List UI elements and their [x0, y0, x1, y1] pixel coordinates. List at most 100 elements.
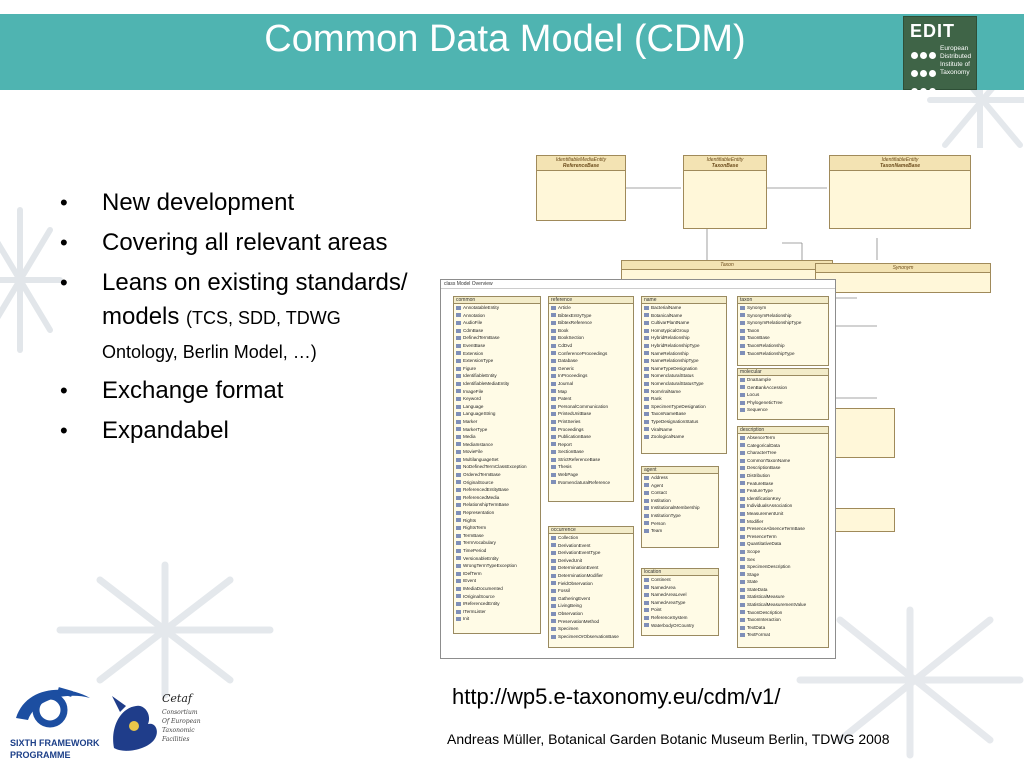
uml-class-item: CdDvd [549, 342, 633, 350]
uml-class-item: NamedAreaLevel [642, 591, 718, 599]
uml-class-item: TermVocabulary [454, 539, 540, 547]
snowflake-decoration [0, 207, 63, 353]
uml-class-item: CdmBase [454, 327, 540, 335]
uml-class-item: AnnotatableEntity [454, 304, 540, 312]
uml-class-item: Sex [738, 556, 828, 564]
uml-class-item: Keyword [454, 395, 540, 403]
uml-class-item: BibtexEntryType [549, 312, 633, 320]
uml-class-item: Person [642, 520, 718, 528]
uml-class-item: MediaInstance [454, 441, 540, 449]
uml-class-item: Stage [738, 571, 828, 579]
uml-class-item: ReferenceSystem [642, 614, 718, 622]
uml-class-item: IdentificationKey [738, 495, 828, 503]
uml-class-item: WebPage [549, 471, 633, 479]
uml-class-item: IReferencedEntity [454, 600, 540, 608]
uml-class-item: TermBase [454, 532, 540, 540]
uml-class-item: INomenclaturalReference [549, 479, 633, 487]
uml-class-item: NamedAreaType [642, 599, 718, 607]
uml-class-item: Generic [549, 365, 633, 373]
uml-class-item: TaxonBase [738, 334, 828, 342]
uml-class-item: Contact [642, 489, 718, 497]
uml-class-item: SpecimenOrObservationBase [549, 633, 633, 641]
uml-class-item: IdentifiableEntity [454, 372, 540, 380]
uml-class-item: ImageFile [454, 388, 540, 396]
fp-line1: SIXTH FRAMEWORK [10, 738, 100, 748]
uml-class-item: PrintedUnitBase [549, 410, 633, 418]
uml-class-item: EventBase [454, 342, 540, 350]
uml-class-item: WrongTermTypeException [454, 562, 540, 570]
uml-class-item: Map [549, 388, 633, 396]
uml-class-item: ConferenceProceedings [549, 350, 633, 358]
model-overview-panel: class Model Overview common AnnotatableE… [440, 279, 836, 659]
uml-class-item: StatisticalMeasurementValue [738, 601, 828, 609]
cetaf-logo: Cetaf Consortium Of European Taxonomic F… [112, 692, 201, 751]
uml-class-item: FeatureBase [738, 480, 828, 488]
uml-class-item: FieldObservation [549, 580, 633, 588]
uml-class-item: Patent [549, 395, 633, 403]
uml-class-item: Specimen [549, 625, 633, 633]
uml-class-item: InProceedings [549, 372, 633, 380]
uml-class-item: Point [642, 606, 718, 614]
sixth-framework-logo: SIXTH FRAMEWORK PROGRAMME [10, 687, 100, 760]
fp-line2: PROGRAMME [10, 750, 71, 760]
uml-class-item: RightsTerm [454, 524, 540, 532]
uml-class-item: TaxonRelationship [738, 342, 828, 350]
uml-class-item: LivingBeing [549, 602, 633, 610]
uml-class-item: HomotypicalGroup [642, 327, 726, 335]
uml-class-item: SynonymRelationship [738, 312, 828, 320]
uml-class-item: AbsenceTerm [738, 434, 828, 442]
uml-class-item: SectionBase [549, 448, 633, 456]
uml-class-item: Book [549, 327, 633, 335]
uml-class-item: HybridRelationship [642, 334, 726, 342]
uml-class-item: Continent [642, 576, 718, 584]
uml-class-item: Journal [549, 380, 633, 388]
uml-class-item: PreservationMethod [549, 618, 633, 626]
credit-line: Andreas Müller, Botanical Garden Botanic… [447, 731, 890, 747]
edit-logo-dots [910, 47, 944, 101]
uml-class-item: Address [642, 474, 718, 482]
uml-class-item: MarkerType [454, 426, 540, 434]
header-band [0, 14, 1024, 90]
uml-class-item: Init [454, 615, 540, 623]
uml-class-item: DerivationEventType [549, 549, 633, 557]
uml-class-item: Article [549, 304, 633, 312]
uml-class-item: ViralName [642, 426, 726, 434]
uml-class-item: StatisticalMeasure [738, 593, 828, 601]
uml-class-item: TaxonInteraction [738, 616, 828, 624]
uml-class-item: IdentifiableMediaEntity [454, 380, 540, 388]
uml-class-item: TypeDesignationStatus [642, 418, 726, 426]
slide-title: Common Data Model (CDM) [264, 18, 746, 60]
edit-logo: EDIT European Distributed Institute of T… [903, 16, 977, 95]
uml-class-item: StateData [738, 586, 828, 594]
uml-class-item: DefinedTermBase [454, 334, 540, 342]
uml-class-item: TimePeriod [454, 547, 540, 555]
uml-class-item: NomenclaturalStatusType [642, 380, 726, 388]
uml-class-item: Representation [454, 509, 540, 517]
uml-class-item: DerivationEvent [549, 542, 633, 550]
svg-text:Of European: Of European [162, 718, 201, 725]
cetaf-title: Cetaf [162, 692, 194, 705]
uml-class-relationship [833, 408, 895, 458]
uml-class-item: NamedArea [642, 584, 718, 592]
uml-class-item: BookSection [549, 334, 633, 342]
uml-class-item: Rights [454, 517, 540, 525]
bullet-item: Exchange format [60, 374, 410, 408]
uml-class-item: Marker [454, 418, 540, 426]
uml-class-item: Collection [549, 534, 633, 542]
uml-class-item: FeatureType [738, 487, 828, 495]
uml-class-item: AudioFile [454, 319, 540, 327]
uml-class-item: SpecimenDescription [738, 563, 828, 571]
uml-class-item: BacterialName [642, 304, 726, 312]
uml-class-item: VersionableEntity [454, 555, 540, 563]
uml-class-relationship-base [833, 508, 895, 532]
uml-class-item: NameRelationshipType [642, 357, 726, 365]
uml-class-item: NameTypeDesignation [642, 365, 726, 373]
uml-class-item: DeterminationModifier [549, 572, 633, 580]
uml-class-item: Taxon [738, 327, 828, 335]
uml-class-item: Thesis [549, 463, 633, 471]
